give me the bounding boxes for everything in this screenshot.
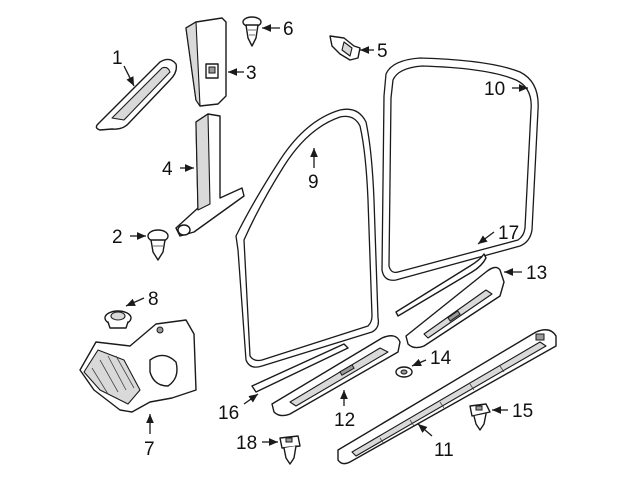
part-1-a-pillar-trim	[95, 58, 178, 131]
part-15-push-clip	[469, 403, 491, 431]
leader-11	[417, 423, 433, 437]
callout-7: 7	[144, 439, 155, 460]
part-7-kick-panel	[79, 319, 197, 413]
part-13-rear-sill-plate	[405, 266, 505, 349]
leader-8	[125, 297, 145, 307]
callout-13: 13	[526, 263, 547, 284]
part-8-clip	[104, 310, 132, 329]
callout-12: 12	[334, 410, 355, 431]
callout-10: 10	[484, 79, 505, 100]
part-6-push-clip	[242, 16, 262, 47]
part-9-front-door-weatherstrip	[235, 108, 380, 368]
callout-5: 5	[377, 41, 388, 62]
part-10-rear-door-weatherstrip	[381, 57, 539, 281]
part-11-rocker-cover	[337, 329, 557, 465]
part-12-front-sill-plate	[271, 335, 401, 417]
callout-17: 17	[498, 223, 519, 244]
part-3-b-pillar-upper-trim	[185, 17, 227, 107]
part-18-push-clip	[279, 435, 301, 465]
part-16-front-sill-strip	[251, 343, 349, 393]
leader-17	[477, 231, 495, 245]
callout-1: 1	[112, 48, 123, 69]
part-2-clip	[147, 229, 169, 261]
callout-6: 6	[283, 19, 294, 40]
part-14-clip	[395, 366, 413, 378]
leader-16	[243, 393, 259, 405]
callout-16: 16	[218, 403, 239, 424]
callout-2: 2	[112, 227, 123, 248]
callout-9: 9	[308, 172, 319, 193]
callout-11: 11	[434, 440, 454, 461]
part-4-b-pillar-lower-trim	[175, 113, 245, 237]
callout-14: 14	[430, 348, 452, 369]
leader-1	[123, 65, 135, 87]
leader-14	[411, 358, 427, 367]
callout-8: 8	[148, 289, 159, 310]
callout-15: 15	[512, 401, 533, 422]
callout-18: 18	[236, 433, 257, 454]
callout-4: 4	[162, 159, 173, 180]
leader-lines	[123, 24, 528, 446]
part-17-rear-sill-strip	[395, 253, 487, 317]
callout-3: 3	[246, 63, 257, 84]
callout-labels: 1 2 3 4 5 6 7 8 9 10 11 12 13 14 15 16 1…	[112, 19, 547, 461]
part-5-bracket-clip	[329, 35, 361, 61]
